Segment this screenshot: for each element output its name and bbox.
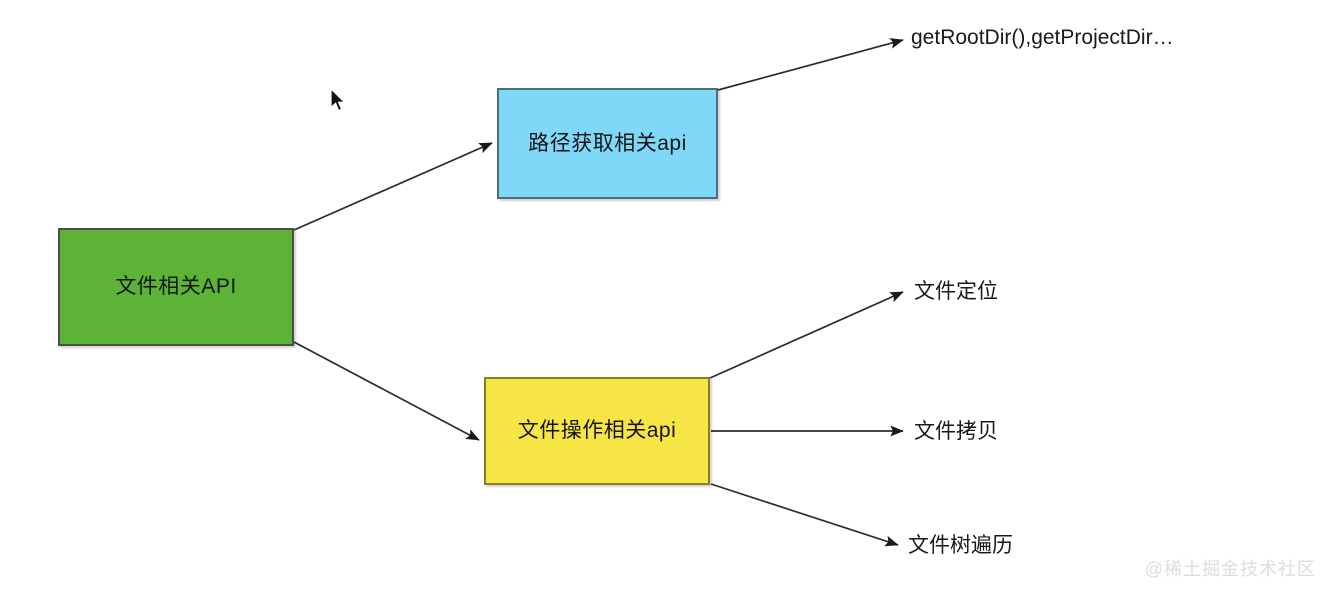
node-label: 文件相关API bbox=[115, 275, 237, 299]
node-label: 文件操作相关api bbox=[517, 419, 677, 443]
leaf-label-get-dirs: getRootDir(),getProjectDir… bbox=[911, 26, 1174, 49]
mouse-pointer-icon bbox=[330, 88, 347, 112]
node-file-related-api[interactable]: 文件相关API bbox=[58, 228, 294, 346]
edge-root-to-path bbox=[293, 142, 493, 231]
edge-fileop-to-tree bbox=[710, 483, 899, 547]
edge-path-to-getdirs bbox=[717, 38, 904, 91]
node-path-api[interactable]: 路径获取相关api bbox=[497, 88, 718, 199]
node-label: 路径获取相关api bbox=[528, 131, 687, 155]
leaf-label-file-locate: 文件定位 bbox=[914, 280, 998, 303]
watermark: @稀土掘金技术社区 bbox=[1144, 559, 1316, 579]
edge-root-to-fileop bbox=[293, 341, 480, 441]
node-file-operation-api[interactable]: 文件操作相关api bbox=[484, 377, 710, 485]
leaf-label-file-copy: 文件拷贝 bbox=[914, 420, 998, 443]
leaf-label-file-tree-traverse: 文件树遍历 bbox=[908, 534, 1013, 557]
edge-fileop-to-locate bbox=[709, 291, 904, 379]
